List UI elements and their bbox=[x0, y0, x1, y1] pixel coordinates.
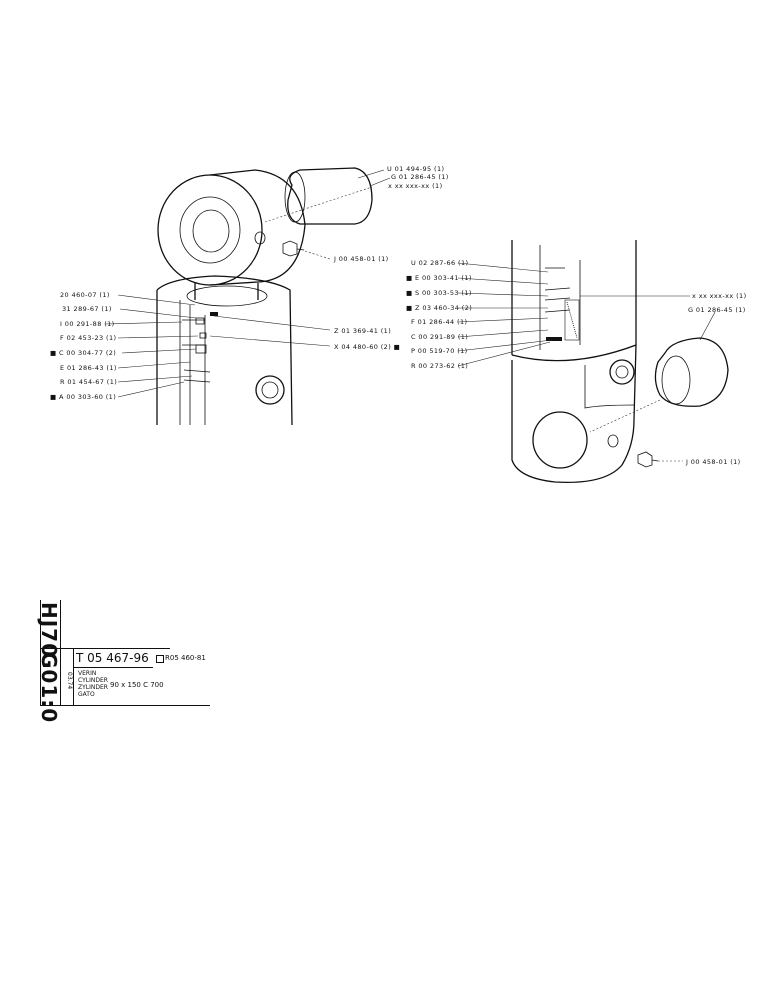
part-label: ■ A 00 303-60 (1) bbox=[50, 393, 116, 401]
part-label: F 02 453-23 (1) bbox=[60, 334, 116, 342]
title-block-bottom-border bbox=[40, 705, 210, 706]
drawing-date: 03.74 bbox=[66, 672, 73, 690]
part-label: X 04 480-60 (2) ■ bbox=[334, 343, 400, 351]
part-label: ■ S 00 303-53 (1) bbox=[406, 289, 472, 297]
part-label: R 01 454-67 (1) bbox=[60, 378, 117, 386]
title-block-date-divider bbox=[73, 648, 74, 706]
left-view-leaders-left bbox=[104, 294, 199, 398]
title-block: HJ70 G01:0 03.74 T 05 467-96 R05 460-81 … bbox=[37, 600, 210, 723]
drawing-code-2: G01:0 bbox=[37, 652, 61, 724]
part-label: J 00 458-01 (1) bbox=[333, 255, 389, 263]
name-de: ZYLINDER bbox=[78, 684, 108, 691]
title-block-left-border bbox=[40, 600, 41, 706]
title-block-mid-line bbox=[40, 648, 170, 649]
part-label: R 00 273-62 (1) bbox=[411, 362, 468, 370]
part-label: F 01 286-44 (1) bbox=[411, 318, 467, 326]
part-label: 31 289-67 (1) bbox=[62, 305, 112, 313]
part-label: ■ E 00 303-41 (1) bbox=[406, 274, 472, 282]
part-label: Z 01 369-41 (1) bbox=[334, 327, 391, 335]
part-label: x xx xxx-xx (1) bbox=[388, 182, 443, 190]
part-label: x xx xxx-xx (1) bbox=[692, 292, 747, 300]
part-number-underline bbox=[73, 667, 153, 668]
name-en: CYLINDER bbox=[78, 677, 108, 684]
left-cylinder-view bbox=[156, 167, 373, 426]
title-block-code-divider bbox=[60, 600, 61, 706]
part-label: C 00 291-89 (1) bbox=[411, 333, 468, 341]
right-view-leaders bbox=[457, 262, 716, 462]
part-label: G 01 286-45 (1) bbox=[391, 173, 449, 181]
part-label: G 01 286-45 (1) bbox=[688, 306, 746, 314]
part-label: 20 460-07 (1) bbox=[60, 291, 110, 299]
left-view-labels-right: U 01 494-95 (1) G 01 286-45 (1) x xx xxx… bbox=[333, 165, 449, 351]
part-label: ■ C 00 304-77 (2) bbox=[50, 349, 116, 357]
right-view-labels-left: U 02 287-66 (1) ■ E 00 303-41 (1) ■ S 00… bbox=[406, 259, 472, 370]
name-fr: VERIN bbox=[78, 670, 97, 677]
ref-box-icon bbox=[156, 655, 164, 663]
part-label: U 01 494-95 (1) bbox=[387, 165, 444, 173]
left-view-labels-left: 20 460-07 (1) 31 289-67 (1) I 00 291-88 … bbox=[50, 291, 117, 401]
ref-number: R05 460-81 bbox=[165, 654, 206, 662]
name-es: GATO bbox=[78, 691, 95, 698]
size-spec: 90 x 150 C 700 bbox=[110, 681, 164, 689]
right-cylinder-view bbox=[511, 240, 729, 484]
part-label: P 00 519-70 (1) bbox=[411, 347, 468, 355]
drawing-code-1: HJ70 bbox=[37, 602, 61, 659]
part-label: J 00 458-01 (1) bbox=[685, 458, 741, 466]
part-label: ■ Z 03 460-34 (2) bbox=[406, 304, 472, 312]
part-label: I 00 291-88 (1) bbox=[60, 320, 115, 328]
part-number: T 05 467-96 bbox=[76, 651, 149, 665]
left-view-leaders-right bbox=[209, 169, 391, 347]
part-label: E 01 286-43 (1) bbox=[60, 364, 117, 372]
right-view-labels-right: x xx xxx-xx (1) G 01 286-45 (1) J 00 458… bbox=[685, 292, 747, 466]
part-label: U 02 287-66 (1) bbox=[411, 259, 468, 267]
